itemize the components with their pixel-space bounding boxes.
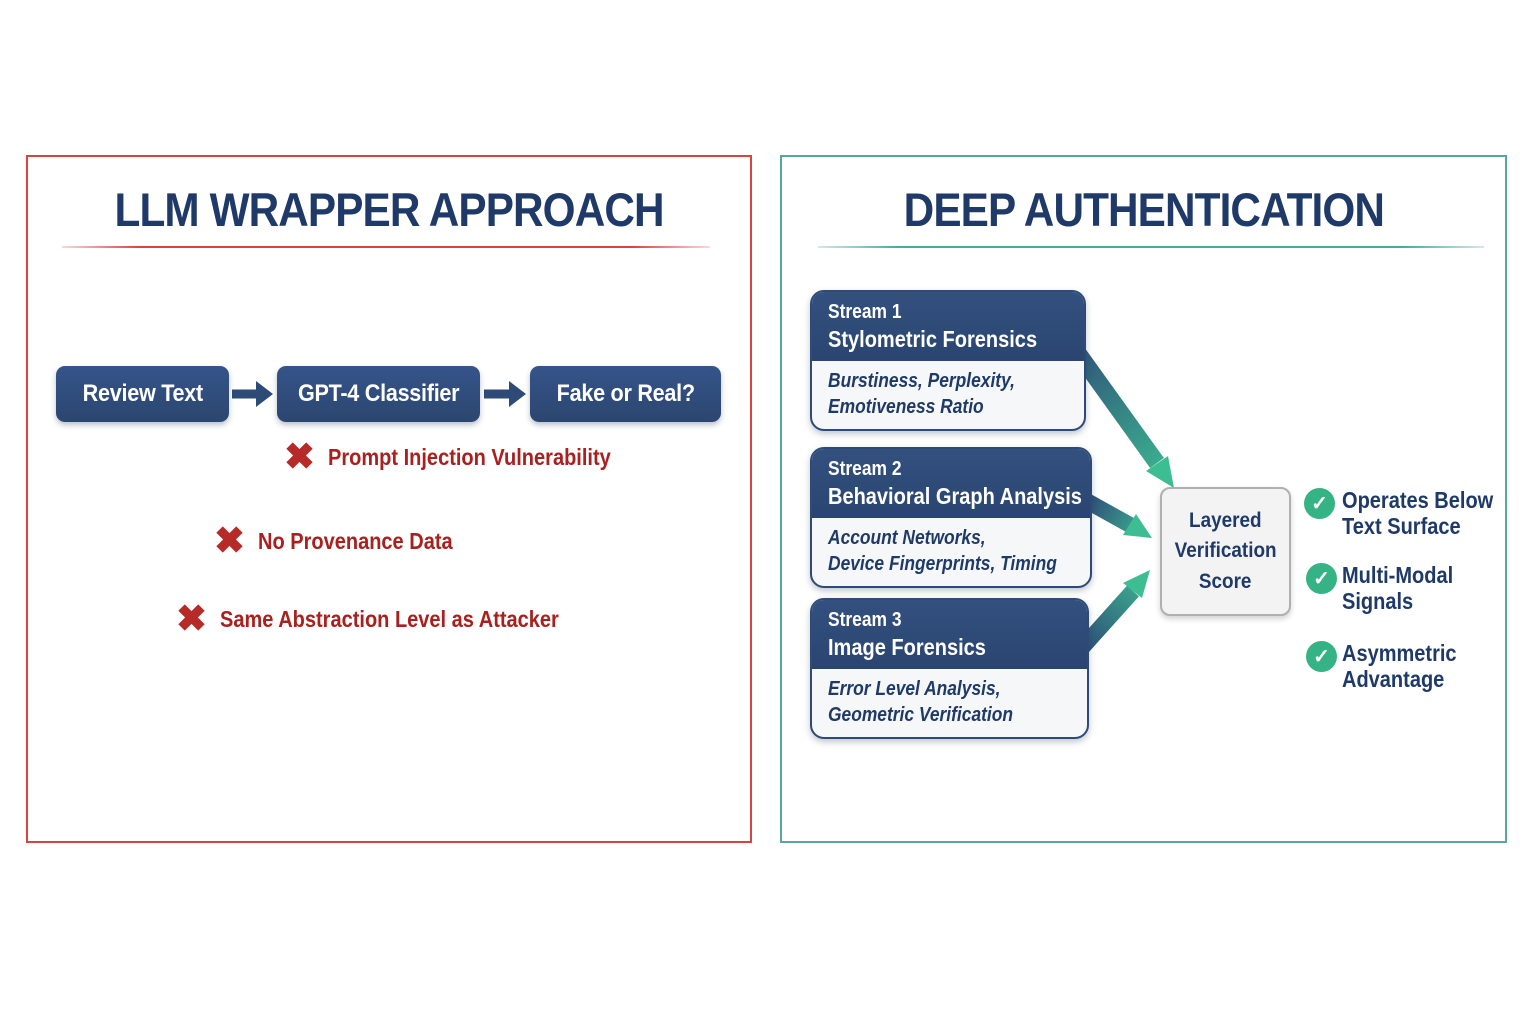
stream-3-card: Stream 3 Image Forensics Error Level Ana…: [810, 598, 1089, 739]
check-icon: ✓: [1306, 641, 1337, 672]
stream-1-detail-line2: Emotiveness Ratio: [828, 396, 984, 419]
score-line3: Score: [1199, 569, 1252, 593]
stream-1-detail-line1: Burstiness, Perplexity,: [828, 369, 1015, 392]
llm-wrapper-panel: [26, 155, 752, 843]
stream-1-header: Stream 1 Stylometric Forensics: [812, 292, 1084, 361]
right-panel-title: DEEP AUTHENTICATION: [780, 186, 1507, 233]
issue-text: No Provenance Data: [258, 527, 453, 554]
stream-3-label: Stream 3: [828, 609, 902, 631]
check-glyph: ✓: [1311, 493, 1328, 515]
stream-3-details: Error Level Analysis, Geometric Verifica…: [812, 669, 1087, 737]
x-icon: ✖: [284, 436, 316, 477]
stream-2-name: Behavioral Graph Analysis: [828, 483, 1082, 509]
benefit-line: Advantage: [1342, 665, 1445, 692]
x-icon: ✖: [176, 598, 208, 639]
x-icon: ✖: [214, 520, 246, 561]
stream-2-label: Stream 2: [828, 458, 902, 480]
check-glyph: ✓: [1313, 568, 1330, 590]
stream-2-header: Stream 2 Behavioral Graph Analysis: [812, 449, 1090, 518]
benefit-line: Asymmetric: [1342, 640, 1457, 666]
issue-same-abstraction: ✖ Same Abstraction Level as Attacker: [176, 600, 609, 638]
benefit-multi-modal: Multi-Modal Signals: [1342, 562, 1517, 614]
issue-text: Prompt Injection Vulnerability: [328, 443, 611, 470]
stream-1-label: Stream 1: [828, 301, 902, 323]
stream-1-name: Stylometric Forensics: [828, 326, 1038, 352]
check-icon: ✓: [1306, 563, 1337, 594]
issue-prompt-injection: ✖ Prompt Injection Vulnerability: [284, 438, 653, 476]
right-title-divider: [818, 246, 1484, 248]
score-line1: Layered: [1189, 508, 1262, 532]
stream-3-name: Image Forensics: [828, 634, 986, 660]
flow-step-gpt4-classifier: GPT-4 Classifier: [277, 366, 480, 422]
stream-3-header: Stream 3 Image Forensics: [812, 600, 1087, 669]
flow-step-review-text: Review Text: [56, 366, 229, 422]
flow-step-review-text-label: Review Text: [82, 380, 203, 407]
benefit-line: Operates Below: [1342, 487, 1494, 513]
flow-step-fake-or-real-label: Fake or Real?: [556, 380, 695, 407]
flow-step-fake-or-real: Fake or Real?: [530, 366, 721, 422]
stream-2-detail-line1: Account Networks,: [828, 526, 986, 549]
layered-verification-score-box: Layered Verification Score: [1160, 487, 1291, 616]
flow-step-gpt4-classifier-label: GPT-4 Classifier: [297, 380, 460, 407]
stream-3-detail-line1: Error Level Analysis,: [828, 677, 1001, 700]
benefit-line: Multi-Modal: [1342, 562, 1454, 588]
stream-1-card: Stream 1 Stylometric Forensics Burstines…: [810, 290, 1086, 431]
left-panel-title-text: LLM WRAPPER APPROACH: [114, 183, 664, 236]
left-panel-title: LLM WRAPPER APPROACH: [26, 186, 752, 233]
check-icon: ✓: [1304, 488, 1335, 519]
benefit-asymmetric: Asymmetric Advantage: [1342, 640, 1517, 692]
issue-no-provenance: ✖ No Provenance Data: [214, 522, 482, 560]
score-line2: Verification: [1174, 539, 1277, 563]
left-title-divider: [62, 246, 710, 248]
benefit-operates-below: Operates Below Text Surface: [1342, 487, 1517, 539]
right-panel-title-text: DEEP AUTHENTICATION: [903, 183, 1384, 236]
issue-text: Same Abstraction Level as Attacker: [220, 605, 559, 632]
stream-2-detail-line2: Device Fingerprints, Timing: [828, 553, 1057, 576]
stream-2-card: Stream 2 Behavioral Graph Analysis Accou…: [810, 447, 1092, 588]
check-glyph: ✓: [1313, 646, 1330, 668]
stream-3-detail-line2: Geometric Verification: [828, 704, 1014, 727]
benefit-line: Signals: [1342, 587, 1414, 614]
stream-1-details: Burstiness, Perplexity, Emotiveness Rati…: [812, 361, 1084, 429]
benefit-line: Text Surface: [1342, 512, 1461, 539]
stream-2-details: Account Networks, Device Fingerprints, T…: [812, 518, 1090, 586]
